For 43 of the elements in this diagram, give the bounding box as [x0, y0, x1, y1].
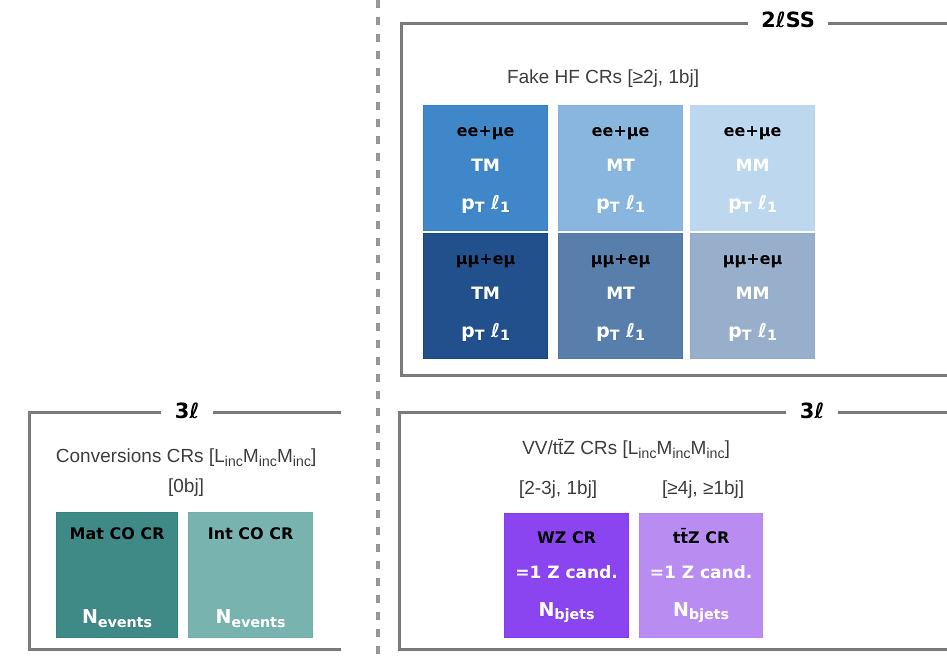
cell-text: MT — [606, 156, 635, 177]
cell-text: MM — [736, 156, 770, 177]
cell-heading: μμ+eμ — [456, 248, 516, 268]
cell-text: N$_{events}$ — [82, 606, 152, 630]
cell-text: TM — [471, 156, 500, 177]
cell-text: p$_{T}$ ℓ$_{1}$ — [461, 192, 510, 216]
cell-text: N$_{events}$ — [216, 606, 286, 630]
cell-heading: ee+μe — [724, 120, 782, 140]
cell-text: TM — [471, 284, 500, 305]
region-cell — [639, 513, 763, 638]
cell-heading: ee+μe — [592, 120, 650, 140]
region-title: [2-3j, 1bj] — [518, 477, 598, 501]
cell-text: N$_{bjets}$ — [673, 598, 729, 623]
cell-text: p$_{T}$ ℓ$_{1}$ — [596, 320, 645, 344]
cell-text: p$_{T}$ ℓ$_{1}$ — [461, 320, 510, 344]
cell-heading: μμ+eμ — [590, 248, 650, 268]
region-title: Fake HF CRs [≥2j, 1bj] — [506, 66, 700, 90]
region-cell — [504, 513, 629, 638]
region-title: Conversions CRs [L$_{inc}$M$_{inc}$M$_{inc}$] [0bj] — [54, 445, 318, 499]
cell-text: MM — [736, 284, 770, 305]
region-cell — [690, 233, 815, 359]
region-cell — [423, 105, 548, 231]
cell-text: =1 Z cand. — [650, 562, 752, 584]
cell-text: N$_{bjets}$ — [538, 598, 594, 623]
region-title: [≥4j, ≥1bj] — [660, 477, 746, 501]
region-cell — [558, 233, 683, 359]
cell-text: p$_{T}$ ℓ$_{1}$ — [596, 192, 645, 216]
region-cell — [423, 233, 548, 359]
cell-heading: WZ CR — [537, 528, 596, 548]
cell-heading: ee+μe — [456, 120, 514, 140]
region-cell — [690, 105, 815, 231]
cell-heading: tt̄Z CR — [672, 528, 730, 548]
cell-text: MT — [606, 284, 635, 305]
cell-heading: Mat CO CR — [70, 524, 164, 544]
cell-text: p$_{T}$ ℓ$_{1}$ — [728, 320, 777, 344]
cell-text: =1 Z cand. — [515, 562, 618, 584]
region-cell — [558, 105, 683, 231]
cell-heading: μμ+eμ — [722, 248, 782, 268]
region-title: VV/tt̄Z CRs [L$_{inc}$M$_{inc}$M$_{inc}$] — [521, 437, 731, 464]
region-cell — [56, 512, 178, 638]
region-cell — [188, 512, 313, 638]
cell-heading: Int CO CR — [208, 524, 294, 544]
cell-text: p$_{T}$ ℓ$_{1}$ — [728, 192, 777, 216]
